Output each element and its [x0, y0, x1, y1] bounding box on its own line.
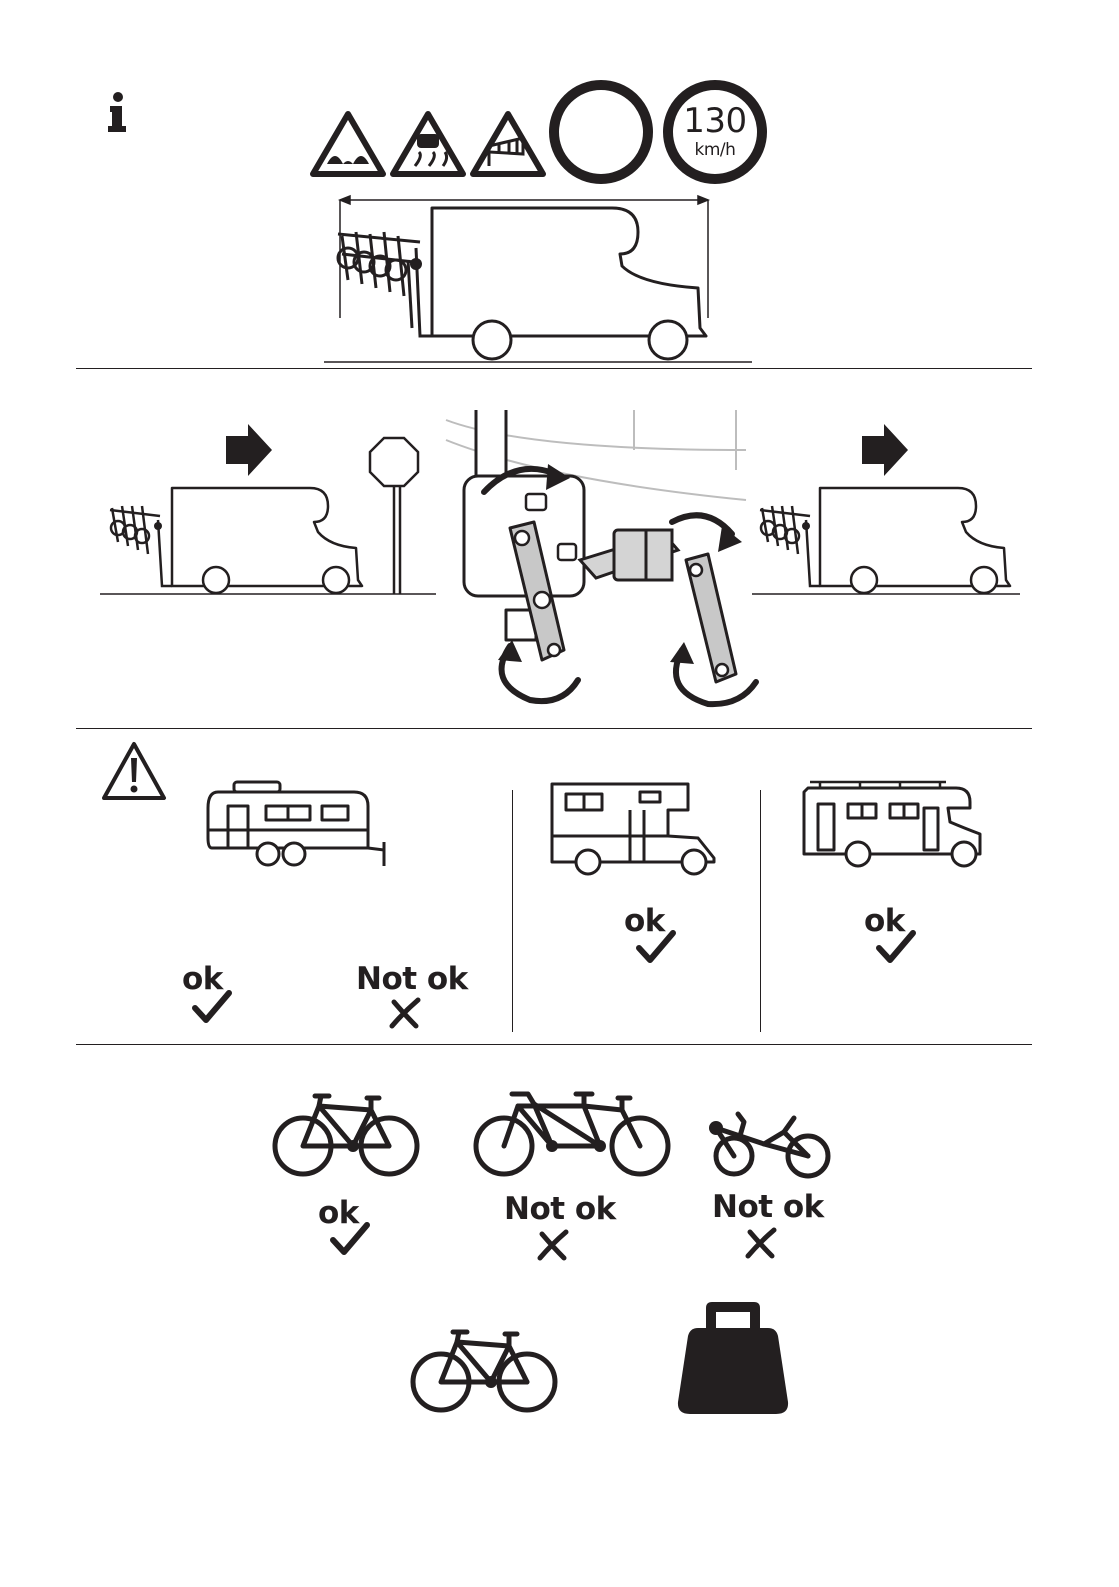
caravan-trailer-icon	[204, 778, 390, 872]
slippery-road-sign-icon	[389, 108, 467, 178]
tandem-bicycle-icon	[472, 1084, 672, 1184]
section-divider-3	[76, 1044, 1032, 1045]
section-divider-1	[76, 368, 1032, 369]
check-mark-icon	[330, 1222, 370, 1256]
column-divider-1	[512, 790, 513, 1032]
tandem-bicycle-not-ok-label: Not ok	[504, 1194, 616, 1225]
speed-limit-unit: km/h	[661, 142, 769, 159]
info-icon	[104, 92, 132, 132]
standard-bicycle-icon	[270, 1084, 422, 1184]
motorhome-icon	[800, 778, 984, 872]
warning-triangle-icon	[100, 740, 168, 802]
weight-icon	[676, 1298, 790, 1416]
truck-camper-icon	[548, 780, 718, 878]
uneven-road-sign-icon	[309, 108, 387, 178]
recumbent-bicycle-not-ok-label: Not ok	[712, 1192, 824, 1223]
speed-limit-sign: 130 km/h	[661, 78, 769, 186]
check-mark-icon	[636, 930, 676, 964]
cross-mark-icon	[388, 996, 422, 1030]
crosswind-sign-icon	[469, 108, 547, 178]
speed-limit-value: 130	[661, 104, 769, 138]
motorhome-driving-left-illustration	[100, 410, 440, 600]
cross-mark-icon	[744, 1226, 778, 1260]
check-mark-icon	[876, 930, 916, 964]
recumbent-bicycle-icon	[704, 1108, 834, 1178]
motorhome-with-bike-rack-illustration	[320, 188, 760, 368]
prohibition-sign-icon	[547, 78, 655, 186]
check-mark-icon	[192, 990, 232, 1024]
section-divider-2	[76, 728, 1032, 729]
column-divider-2	[760, 790, 761, 1032]
motorhome-driving-right-illustration	[752, 410, 1052, 600]
hitch-bolt-tightening-illustration	[446, 410, 752, 710]
cross-mark-icon	[536, 1228, 570, 1262]
caravan-not-ok-label: Not ok	[356, 964, 468, 995]
bicycle-weight-bicycle-icon	[408, 1320, 560, 1420]
